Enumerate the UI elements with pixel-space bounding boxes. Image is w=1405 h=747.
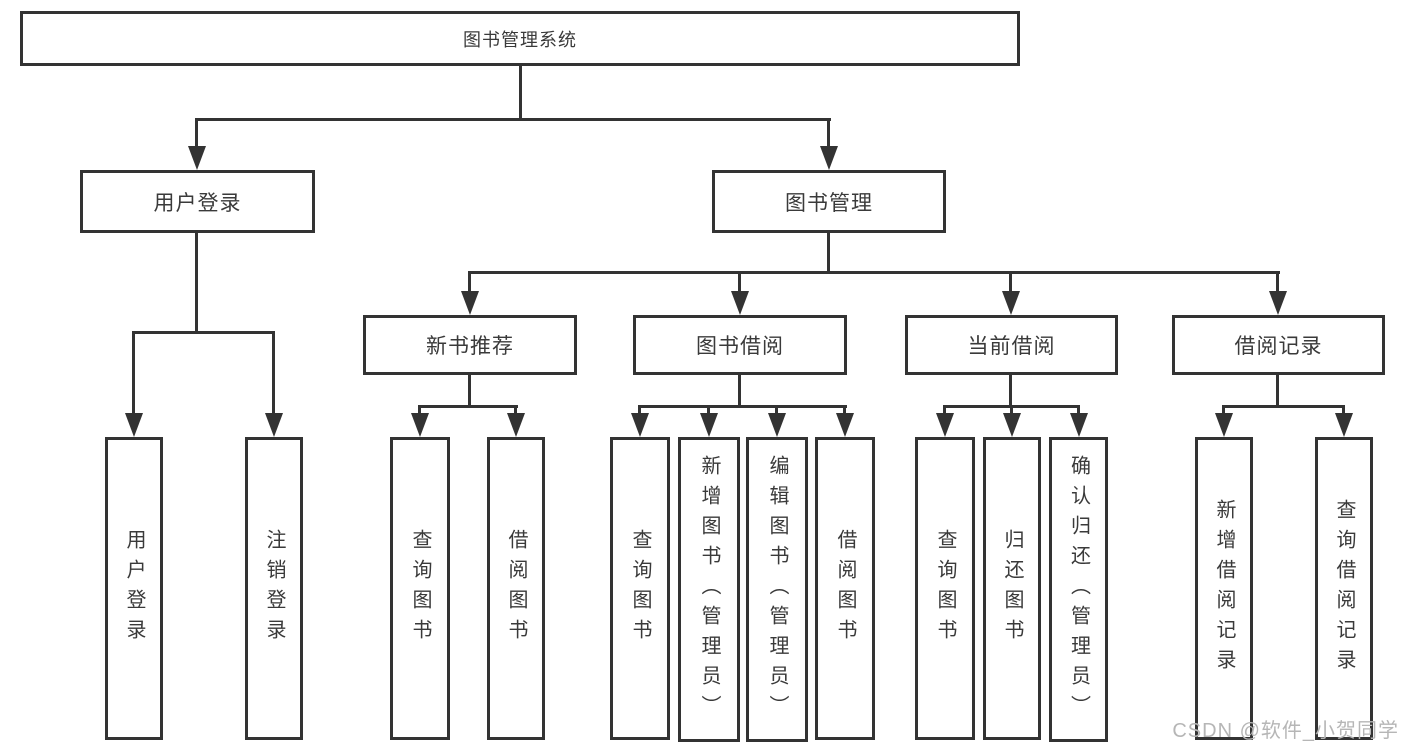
connector-borrowing-bar (638, 405, 847, 408)
arrowhead-down-icon (188, 146, 206, 170)
connector-level3-drop (1276, 271, 1279, 293)
arrowhead-down-icon (1070, 413, 1088, 437)
connector-leaf-drop (775, 405, 778, 417)
connector-book-mgmt-drop (827, 118, 830, 150)
leaf-query-books-current: 查询图书 (915, 437, 975, 740)
leaf-query-books-recommend: 查询图书 (390, 437, 450, 740)
leaf-edit-books-admin: 编辑图书（管理员） (746, 437, 808, 742)
leaf-borrow-books-borrowing: 借阅图书 (815, 437, 875, 740)
connector-user-login-bar (132, 331, 275, 334)
arrowhead-down-icon (1335, 413, 1353, 437)
node-borrowing-records: 借阅记录 (1172, 315, 1385, 375)
arrowhead-down-icon (461, 291, 479, 315)
connector-leaf-drop (943, 405, 946, 417)
arrowhead-down-icon (1003, 413, 1021, 437)
arrowhead-down-icon (631, 413, 649, 437)
connector-level3-drop (738, 271, 741, 293)
node-book-borrowing: 图书借阅 (633, 315, 847, 375)
arrowhead-down-icon (768, 413, 786, 437)
leaf-query-books-borrowing: 查询图书 (610, 437, 670, 740)
arrowhead-down-icon (125, 413, 143, 437)
connector-records-stem (1276, 375, 1279, 407)
leaf-add-books-admin: 新增图书（管理员） (678, 437, 740, 742)
watermark: CSDN @软件_小贺同学 (1172, 720, 1399, 742)
connector-leaf-drop (418, 405, 421, 417)
connector-level3-drop (468, 271, 471, 293)
arrowhead-down-icon (700, 413, 718, 437)
connector-leaf-drop (1077, 405, 1080, 417)
connector-level3-drop (1009, 271, 1012, 293)
arrowhead-down-icon (1269, 291, 1287, 315)
connector-root-bar (195, 118, 831, 121)
connector-root-stem (519, 64, 522, 120)
connector-leaf-drop (1222, 405, 1225, 417)
connector-leaf-drop (843, 405, 846, 417)
connector-book-mgmt-stem (827, 233, 830, 273)
leaf-borrow-books-recommend: 借阅图书 (487, 437, 545, 740)
node-book-management: 图书管理 (712, 170, 946, 233)
connector-leaf-drop (707, 405, 710, 417)
connector-borrowing-stem (738, 375, 741, 407)
connector-leaf-drop (1342, 405, 1345, 417)
arrowhead-down-icon (265, 413, 283, 437)
connector-leaf-drop (272, 331, 275, 415)
connector-leaf-drop (638, 405, 641, 417)
node-new-book-recommend: 新书推荐 (363, 315, 577, 375)
connector-leaf-drop (1010, 405, 1013, 417)
arrowhead-down-icon (936, 413, 954, 437)
arrowhead-down-icon (411, 413, 429, 437)
leaf-logout: 注销登录 (245, 437, 303, 740)
connector-records-bar (1222, 405, 1345, 408)
node-current-borrowing: 当前借阅 (905, 315, 1118, 375)
connector-leaf-drop (514, 405, 517, 417)
connector-leaf-drop (132, 331, 135, 415)
arrowhead-down-icon (836, 413, 854, 437)
leaf-confirm-return-admin: 确认归还（管理员） (1049, 437, 1108, 742)
node-user-login: 用户登录 (80, 170, 315, 233)
arrowhead-down-icon (1002, 291, 1020, 315)
leaf-add-borrow-record: 新增借阅记录 (1195, 437, 1253, 740)
node-book-management-system: 图书管理系统 (20, 11, 1020, 66)
arrowhead-down-icon (820, 146, 838, 170)
arrowhead-down-icon (731, 291, 749, 315)
connector-current-stem (1009, 375, 1012, 407)
connector-recommend-stem (468, 375, 471, 407)
leaf-return-books: 归还图书 (983, 437, 1041, 740)
leaf-user-login: 用户登录 (105, 437, 163, 740)
leaf-query-borrow-record: 查询借阅记录 (1315, 437, 1373, 740)
connector-recommend-bar (418, 405, 518, 408)
arrowhead-down-icon (507, 413, 525, 437)
connector-user-login-stem (195, 233, 198, 333)
connector-book-mgmt-bar (468, 271, 1280, 274)
connector-user-login-drop (195, 118, 198, 150)
arrowhead-down-icon (1215, 413, 1233, 437)
